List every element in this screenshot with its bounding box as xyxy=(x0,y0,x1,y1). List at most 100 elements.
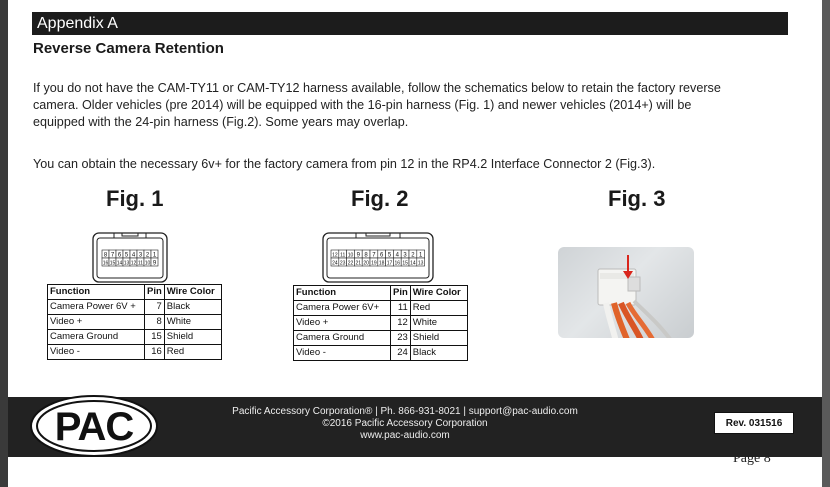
header-function: Function xyxy=(293,285,391,301)
connector-photo-illustration xyxy=(597,255,672,338)
pin-number: 6 xyxy=(380,253,384,259)
pin-number: 3 xyxy=(403,253,407,259)
pin-number: 7 xyxy=(372,253,376,259)
cell-function: Video + xyxy=(293,315,391,331)
cell-function: Camera Power 6V+ xyxy=(293,300,391,316)
intro-line: camera. Older vehicles (pre 2014) will b… xyxy=(33,98,692,112)
section-title: Reverse Camera Retention xyxy=(33,40,224,57)
connector-photo xyxy=(558,247,694,338)
cell-function: Camera Ground xyxy=(293,330,391,346)
pin-number: 15 xyxy=(402,261,408,267)
pin-number: 10 xyxy=(348,253,354,259)
pin-number: 11 xyxy=(340,253,345,259)
pin-number: 11 xyxy=(138,261,143,267)
pin-number: 12 xyxy=(332,253,338,259)
header-pin: Pin xyxy=(390,285,411,301)
cell-color: Shield xyxy=(409,330,468,346)
viewer-scrollbar[interactable] xyxy=(822,0,830,487)
cell-pin: 12 xyxy=(390,315,411,331)
footer-copyright: ©2016 Pacific Accessory Corporation xyxy=(322,418,488,429)
pin-number: 2 xyxy=(146,253,150,259)
cell-color: Red xyxy=(163,344,222,360)
header-wire-color: Wire Color xyxy=(409,285,468,301)
pin-number: 3 xyxy=(139,253,143,259)
footer-company-line: Pacific Accessory Corporation® | Ph. 866… xyxy=(232,406,578,417)
pin-number: 12 xyxy=(131,261,137,267)
pin-number: 9 xyxy=(153,261,157,267)
pin-number: 7 xyxy=(111,253,115,259)
pin-number: 5 xyxy=(125,253,129,259)
pin-number: 13 xyxy=(418,261,424,267)
pin-number: 9 xyxy=(357,253,361,259)
cell-color: Black xyxy=(409,345,468,361)
fig1-pin-table: Function Pin Wire Color Camera Power 6V … xyxy=(47,284,222,360)
footer-contact: Pacific Accessory Corporation® | Ph. 866… xyxy=(225,406,585,442)
cell-color: Red xyxy=(409,300,468,316)
cell-pin: 15 xyxy=(144,329,165,345)
cell-color: White xyxy=(163,314,222,330)
fig3-label: Fig. 3 xyxy=(608,186,666,211)
header-function: Function xyxy=(47,284,145,300)
pin-number: 19 xyxy=(371,261,377,267)
pin-number: 18 xyxy=(379,261,385,267)
cell-pin: 24 xyxy=(390,345,411,361)
pin-number: 15 xyxy=(110,261,116,267)
fig2-pin-table: Function Pin Wire Color Camera Power 6V+… xyxy=(293,285,468,361)
pin-number: 8 xyxy=(104,253,108,259)
cell-function: Video + xyxy=(47,314,145,330)
intro-paragraph: If you do not have the CAM-TY11 or CAM-T… xyxy=(33,80,783,131)
pin-number: 8 xyxy=(364,253,368,259)
pin-number: 24 xyxy=(332,261,338,267)
pac-logo: PAC xyxy=(30,395,158,457)
cell-pin: 16 xyxy=(144,344,165,360)
pac-logo-text: PAC xyxy=(55,405,134,449)
table-header-row: Function Pin Wire Color xyxy=(47,284,222,300)
cell-color: Black xyxy=(163,299,222,315)
page-number: Page 8 xyxy=(733,451,771,466)
pin-number: 22 xyxy=(348,261,354,267)
pin-cell xyxy=(150,257,159,267)
pin-number: 20 xyxy=(363,261,369,267)
intro-line: If you do not have the CAM-TY11 or CAM-T… xyxy=(33,81,721,95)
pin-number: 5 xyxy=(388,253,392,259)
intro-line: equipped with the 24-pin harness (Fig.2)… xyxy=(33,115,409,129)
pin-number: 21 xyxy=(356,261,362,267)
table-header-row: Function Pin Wire Color xyxy=(293,285,468,301)
pin-number: 16 xyxy=(103,261,109,267)
cell-pin: 23 xyxy=(390,330,411,346)
cell-color: Shield xyxy=(163,329,222,345)
revision-badge: Rev. 031516 xyxy=(714,412,794,434)
pin-number: 4 xyxy=(396,253,400,259)
pin-number: 6 xyxy=(118,253,122,259)
pin-number: 1 xyxy=(153,253,157,259)
pin-number: 2 xyxy=(411,253,415,259)
cell-function: Video - xyxy=(293,345,391,361)
cell-color: White xyxy=(409,315,468,331)
pin-number: 17 xyxy=(387,261,393,267)
pin-number: 4 xyxy=(132,253,136,259)
pin-number: 14 xyxy=(410,261,416,267)
footer-website: www.pac-audio.com xyxy=(360,430,450,441)
fig2-label: Fig. 2 xyxy=(351,186,409,211)
power-note: You can obtain the necessary 6v+ for the… xyxy=(33,157,656,171)
pin-number: 1 xyxy=(419,253,423,259)
appendix-label: Appendix A xyxy=(37,15,118,32)
pin-number: 14 xyxy=(117,261,123,267)
header-pin: Pin xyxy=(144,284,165,300)
cell-function: Camera Power 6V + xyxy=(47,299,145,315)
pin-number: 23 xyxy=(340,261,346,267)
appendix-header-bar: Appendix A xyxy=(32,12,788,35)
pin-number: 13 xyxy=(124,261,130,267)
pin-number: 10 xyxy=(145,261,151,267)
cell-pin: 7 xyxy=(144,299,165,315)
pin-cell xyxy=(416,257,425,267)
